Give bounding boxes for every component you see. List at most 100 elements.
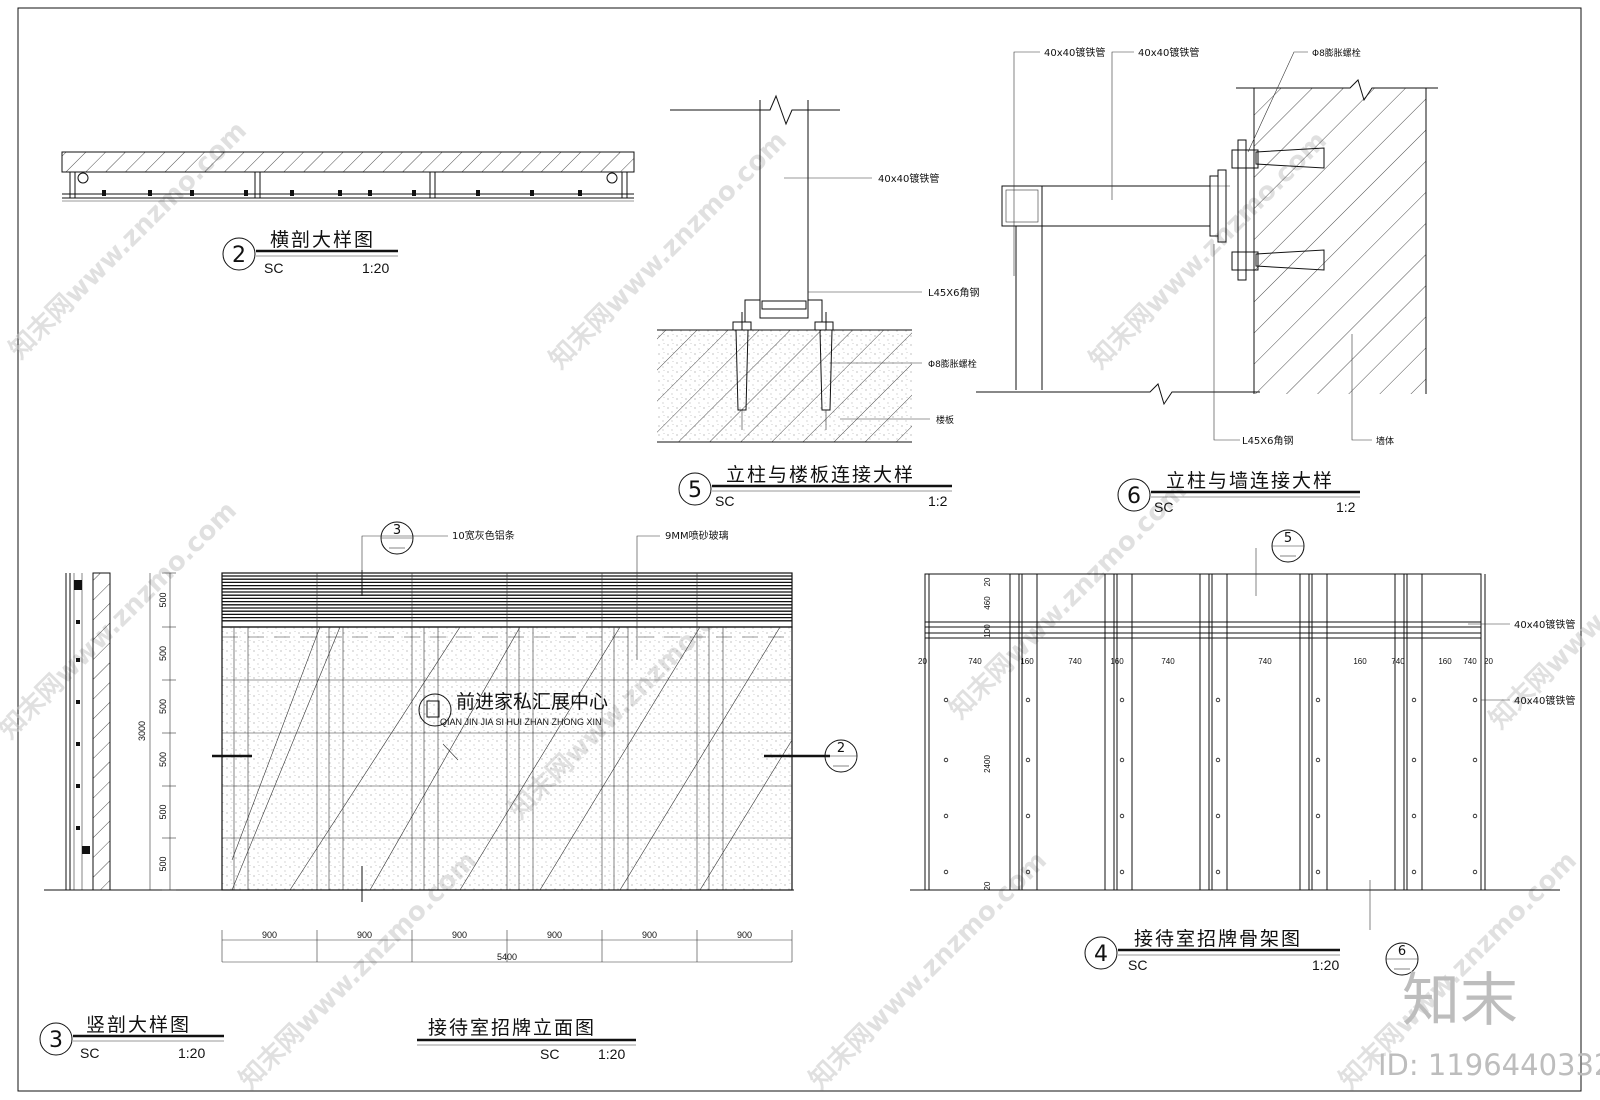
- detail-code: SC: [1154, 499, 1173, 515]
- detail-2-section: [61, 151, 635, 202]
- detail-5-drawing: [657, 94, 912, 443]
- dim-label: 500: [158, 646, 168, 661]
- section-callout-2: 2: [824, 739, 858, 773]
- label-angle: L45X6角钢: [1242, 434, 1294, 447]
- dim-label: 160: [1020, 657, 1034, 666]
- label-tube: 40x40镀铁管: [1514, 694, 1575, 707]
- dim-label: 740: [1258, 657, 1272, 666]
- dim-label: 740: [1068, 657, 1082, 666]
- detail-number: 4: [1094, 942, 1108, 967]
- dim-label: 500: [158, 856, 168, 871]
- detail-number: 5: [688, 478, 702, 503]
- dim-label: 20: [983, 881, 992, 890]
- dim-label: 740: [1463, 657, 1477, 666]
- dim-label: 160: [1110, 657, 1124, 666]
- detail-6-drawing: [976, 79, 1438, 406]
- detail-6-leaders: 40x40镀铁管 40x40镀铁管 Φ8膨胀螺栓 L45X6角钢 墙体: [1013, 46, 1394, 447]
- detail-4-title: 4 接待室招牌骨架图 SC 1:20: [1084, 928, 1340, 973]
- detail-4-leaders: 40x40镀铁管 40x40镀铁管: [1468, 618, 1575, 707]
- wall-hatch: [1254, 88, 1426, 394]
- dim-label: 500: [158, 592, 168, 607]
- dim-label: 20: [983, 577, 992, 586]
- detail-scale: 1:2: [1336, 499, 1356, 515]
- dim-edge: 20: [1484, 657, 1493, 666]
- section-callout-5: 5: [1271, 529, 1305, 563]
- detail-3-section: [44, 572, 118, 891]
- detail-title: 立柱与墙连接大样: [1166, 470, 1334, 492]
- elevation-title-text: 接待室招牌立面图: [428, 1017, 596, 1039]
- detail-title: 横剖大样图: [270, 229, 375, 251]
- detail-number: 3: [49, 1028, 63, 1053]
- label-tube: 40x40镀铁管: [878, 172, 939, 185]
- sign-pinyin: QIAN JIN JIA SI HUI ZHAN ZHONG XIN: [440, 717, 602, 727]
- detail-5-leaders: 40x40镀铁管 L45X6角钢 Φ8膨胀螺栓 楼板: [784, 172, 980, 426]
- label-angle: L45X6角钢: [928, 286, 980, 299]
- dim-total: 5400: [497, 952, 517, 962]
- beam-hatch: [61, 151, 635, 173]
- dim-label: 900: [357, 930, 372, 940]
- detail-title: 接待室招牌骨架图: [1134, 928, 1302, 950]
- tube-section: [1001, 185, 1043, 227]
- label-tube: 40x40镀铁管: [1514, 618, 1575, 631]
- detail-scale: 1:20: [1312, 957, 1339, 973]
- detail-scale: 1:20: [362, 260, 389, 276]
- dim-label: 740: [1391, 657, 1405, 666]
- label-slab: 楼板: [936, 414, 954, 426]
- elevation-drawing: [44, 570, 830, 902]
- detail-scale: 1:20: [178, 1045, 205, 1061]
- dim-label: 900: [262, 930, 277, 940]
- elevation-title: 接待室招牌立面图 SC 1:20: [417, 1017, 636, 1062]
- section-callout-6: 6: [1385, 942, 1419, 976]
- label-tube: 40x40镀铁管: [1138, 46, 1199, 59]
- dim-height: 3000: [137, 721, 147, 741]
- watermark-text: 知末网www.znzmo.com: [804, 846, 1053, 1095]
- dim-label: 160: [1353, 657, 1367, 666]
- label-bolt: Φ8膨胀螺栓: [1312, 47, 1361, 59]
- elevation-leaders: 10宽灰色铝条 9MM喷砂玻璃: [361, 529, 729, 660]
- callout-number: 2: [837, 741, 845, 756]
- label-tube: 40x40镀铁管: [1044, 46, 1105, 59]
- detail-scale: 1:20: [598, 1046, 625, 1062]
- detail-code: SC: [80, 1045, 99, 1061]
- dim-label: 100: [983, 624, 992, 638]
- detail-code: SC: [1128, 957, 1147, 973]
- detail-code: SC: [264, 260, 283, 276]
- watermark-text: 知末网www.znzmo.com: [0, 496, 243, 745]
- dim-label: 740: [1161, 657, 1175, 666]
- detail-4-frame: [910, 548, 1560, 930]
- sign-logo: 前进家私汇展中心 QIAN JIN JIA SI HUI ZHAN ZHONG …: [418, 691, 608, 761]
- break-line: [670, 94, 840, 126]
- label-bolt: Φ8膨胀螺栓: [928, 358, 977, 370]
- sign-name: 前进家私汇展中心: [456, 691, 608, 713]
- dim-label: 160: [1438, 657, 1452, 666]
- detail-2-title: 2 横剖大样图 SC 1:20: [222, 229, 398, 276]
- detail-number-circle: [222, 237, 256, 271]
- detail-5-title: 5 立柱与楼板连接大样 SC 1:2: [678, 464, 952, 509]
- label-strip: 10宽灰色铝条: [452, 529, 515, 542]
- section-callout-3: 3: [380, 521, 414, 555]
- dim-label: 900: [547, 930, 562, 940]
- dim-edge: 20: [918, 657, 927, 666]
- wall-section: [92, 572, 111, 891]
- dim-label: 460: [983, 596, 992, 610]
- watermark-logo: 知末: [1402, 966, 1518, 1034]
- dim-label: 900: [452, 930, 467, 940]
- anchor-bolt: [819, 329, 833, 411]
- dim-label: 500: [158, 699, 168, 714]
- detail-title: 立柱与楼板连接大样: [726, 464, 915, 486]
- detail-6-title: 6 立柱与墙连接大样 SC 1:2: [1117, 470, 1360, 515]
- detail-number: 6: [1127, 484, 1141, 509]
- label-glass: 9MM喷砂玻璃: [665, 529, 729, 542]
- anchor-bolt: [735, 329, 749, 411]
- detail-3-title: 3 竖剖大样图 SC 1:20: [39, 1014, 224, 1061]
- detail-code: SC: [540, 1046, 559, 1062]
- dim-label: 500: [158, 804, 168, 819]
- watermark-id: ID: 1196440332: [1378, 1048, 1600, 1082]
- frame-outline: [924, 573, 1482, 891]
- dim-label: 2400: [983, 755, 992, 773]
- callout-number: 3: [393, 523, 401, 538]
- dim-label: 900: [737, 930, 752, 940]
